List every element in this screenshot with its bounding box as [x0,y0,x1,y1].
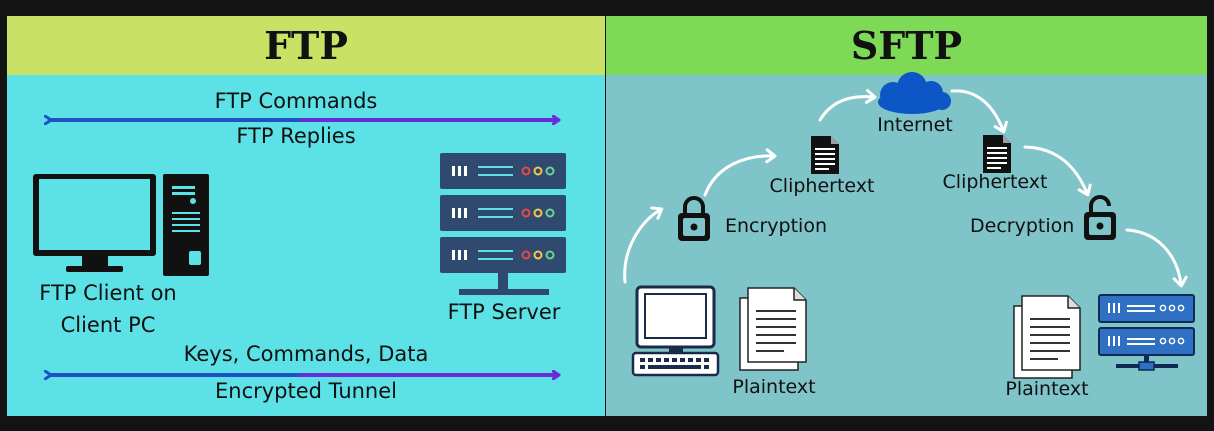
sftp-client-computer-icon [631,285,720,377]
ftp-keys-label: Keys, Commands, Data [183,342,429,366]
internet-label: Internet [877,114,953,136]
ftp-server-label: FTP Server [447,300,561,324]
ftp-client-label-line2: Client PC [60,313,156,337]
sftp-server-icon [1098,294,1195,371]
encryption-label: Encryption [725,215,828,237]
sftp-title: SFTP [606,16,1207,75]
ciphertext-doc-left-icon [811,136,839,174]
arrow-internet-to-cipher [950,89,1008,134]
decryption-label: Decryption [970,215,1075,237]
ftp-replies-label: FTP Replies [236,124,356,148]
ftp-server-icon [440,153,566,295]
arrow-decrypt-to-server [1125,228,1188,288]
arrow-encrypt-to-cipher [703,148,777,197]
arrow-cipher-to-decrypt [1023,145,1092,197]
internet-cloud-icon [878,72,951,114]
ciphertext-left-label: Cliphertext [769,175,875,197]
ftp-commands-label: FTP Commands [214,89,378,113]
plaintext-doc-right-icon [1013,295,1081,379]
ciphertext-doc-right-icon [983,135,1011,173]
plaintext-left-label: Plaintext [732,376,816,398]
plaintext-right-label: Plaintext [1005,378,1089,400]
ftp-title: FTP [7,16,605,75]
ciphertext-right-label: Cliphertext [942,171,1048,193]
plaintext-doc-left-icon [739,287,807,371]
arrow-cipher-to-internet [818,88,877,122]
encryption-lock-icon [676,196,712,243]
decryption-lock-icon [1082,195,1118,242]
ftp-client-label-line1: FTP Client on [39,281,177,305]
ftp-tunnel-label: Encrypted Tunnel [215,379,397,403]
arrow-plaintext-to-encrypt [623,206,664,284]
client-monitor-icon [33,174,156,272]
client-tower-icon [163,174,209,276]
